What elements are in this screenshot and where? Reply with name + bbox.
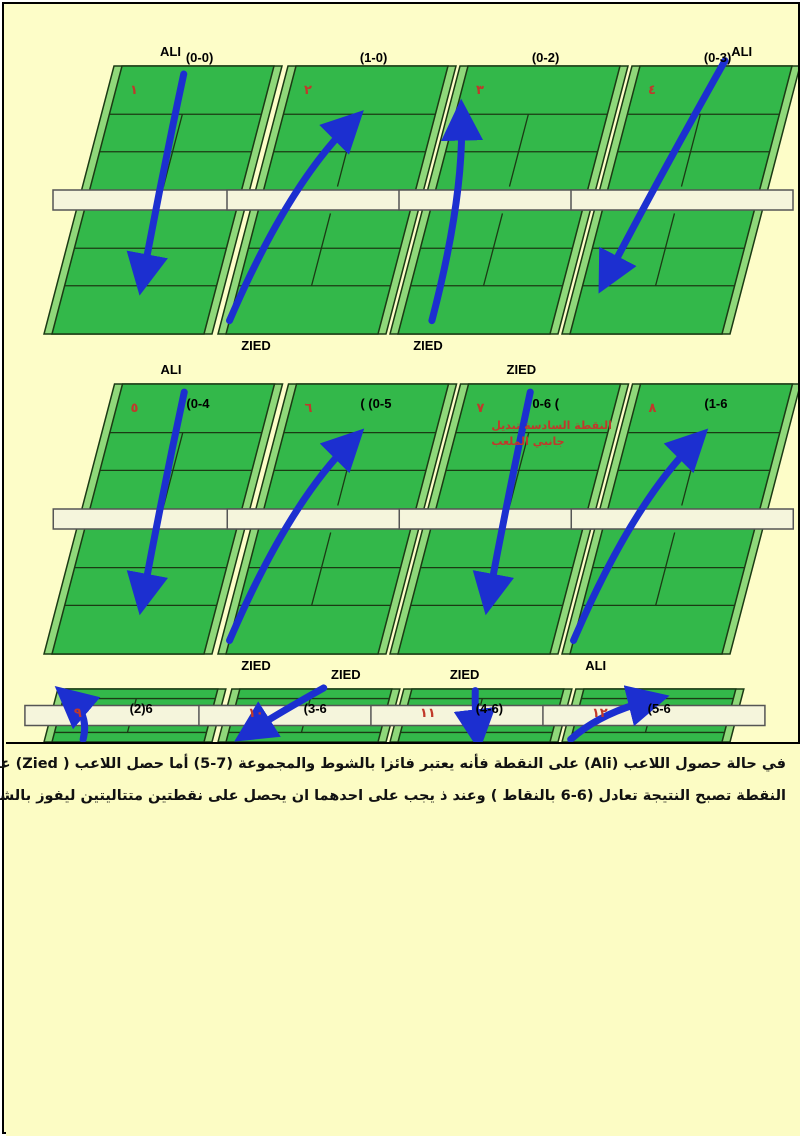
panel-number: ٥ — [131, 401, 139, 416]
score-label: (0-3) — [704, 50, 731, 65]
score-label: 0-6 ( — [532, 396, 559, 411]
court-note: النقطة السادسة تبديل — [491, 419, 612, 432]
score-label: (4-6) — [476, 701, 503, 716]
score-label: (0-2) — [532, 50, 559, 65]
court-panel-11: ١١ (4-6) ZIED — [371, 667, 593, 742]
panel-number: ٢ — [304, 83, 312, 98]
player-label: ZIED — [413, 338, 443, 353]
court-panel-10: ١٠ (3-6 ZIED — [199, 667, 421, 742]
court-diagram-grid: ١(0-0)ALI٢(1-0)ZIED٣(0-2)ZIED٤(0-3)ALI٥(… — [4, 4, 798, 742]
player-label: ZIED — [507, 362, 537, 377]
score-label: (0-0) — [186, 50, 213, 65]
score-label: (1-0) — [360, 50, 387, 65]
panel-number: ٧ — [477, 401, 485, 416]
panel-number: ٨ — [649, 401, 657, 416]
caption-box: في حالة حصول اللاعب (Ali) على النقطة فأن… — [6, 742, 800, 1136]
player-label: ZIED — [450, 667, 480, 682]
panel-number: ١٢ — [592, 706, 608, 721]
score-label: (0-4 — [186, 396, 210, 411]
player-label: ALI — [161, 362, 182, 377]
panel-number: ٩ — [74, 706, 82, 721]
score-label: (1-6 — [704, 396, 727, 411]
panel-number: ٣ — [476, 83, 484, 98]
player-label: ZIED — [241, 338, 271, 353]
caption-line-2: النقطة تصبح النتيجة تعادل (6-6 بالنقاط )… — [0, 788, 786, 804]
score-label: (3-6 — [304, 701, 327, 716]
player-label: ZIED — [331, 667, 361, 682]
score-label: (5-6 — [648, 701, 671, 716]
net — [571, 190, 793, 210]
panel-number: ٤ — [648, 83, 656, 98]
court-note: جانبي الملعب — [491, 435, 564, 448]
player-label: ALI — [160, 44, 181, 59]
score-label: ( (0-5 — [360, 396, 391, 411]
net — [571, 509, 793, 529]
panel-number: ١١ — [420, 706, 436, 721]
panel-number: ٦ — [305, 401, 313, 416]
score-label: (2)6 — [130, 701, 153, 716]
caption-line-1: في حالة حصول اللاعب (Ali) على النقطة فأن… — [0, 756, 786, 772]
player-label: ALI — [585, 658, 606, 673]
player-label: ALI — [731, 44, 752, 59]
panel-number: ١ — [130, 83, 138, 98]
player-label: ZIED — [241, 658, 271, 673]
panel-number: ١٠ — [248, 706, 264, 721]
